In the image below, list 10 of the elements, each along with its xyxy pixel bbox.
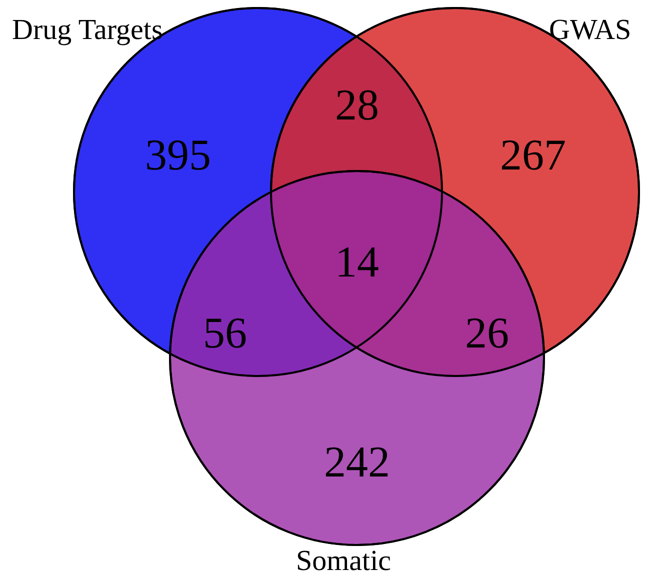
set-label: Drug Targets xyxy=(12,14,163,47)
count-label: 56 xyxy=(203,308,247,358)
count-label: 395 xyxy=(145,130,211,180)
set-label: Somatic xyxy=(296,545,392,578)
count-label: 267 xyxy=(500,130,566,180)
count-label: 28 xyxy=(335,80,379,130)
set-label: GWAS xyxy=(549,14,632,47)
count-label: 14 xyxy=(335,236,379,288)
count-label: 242 xyxy=(324,436,390,488)
count-label: 26 xyxy=(465,308,509,358)
